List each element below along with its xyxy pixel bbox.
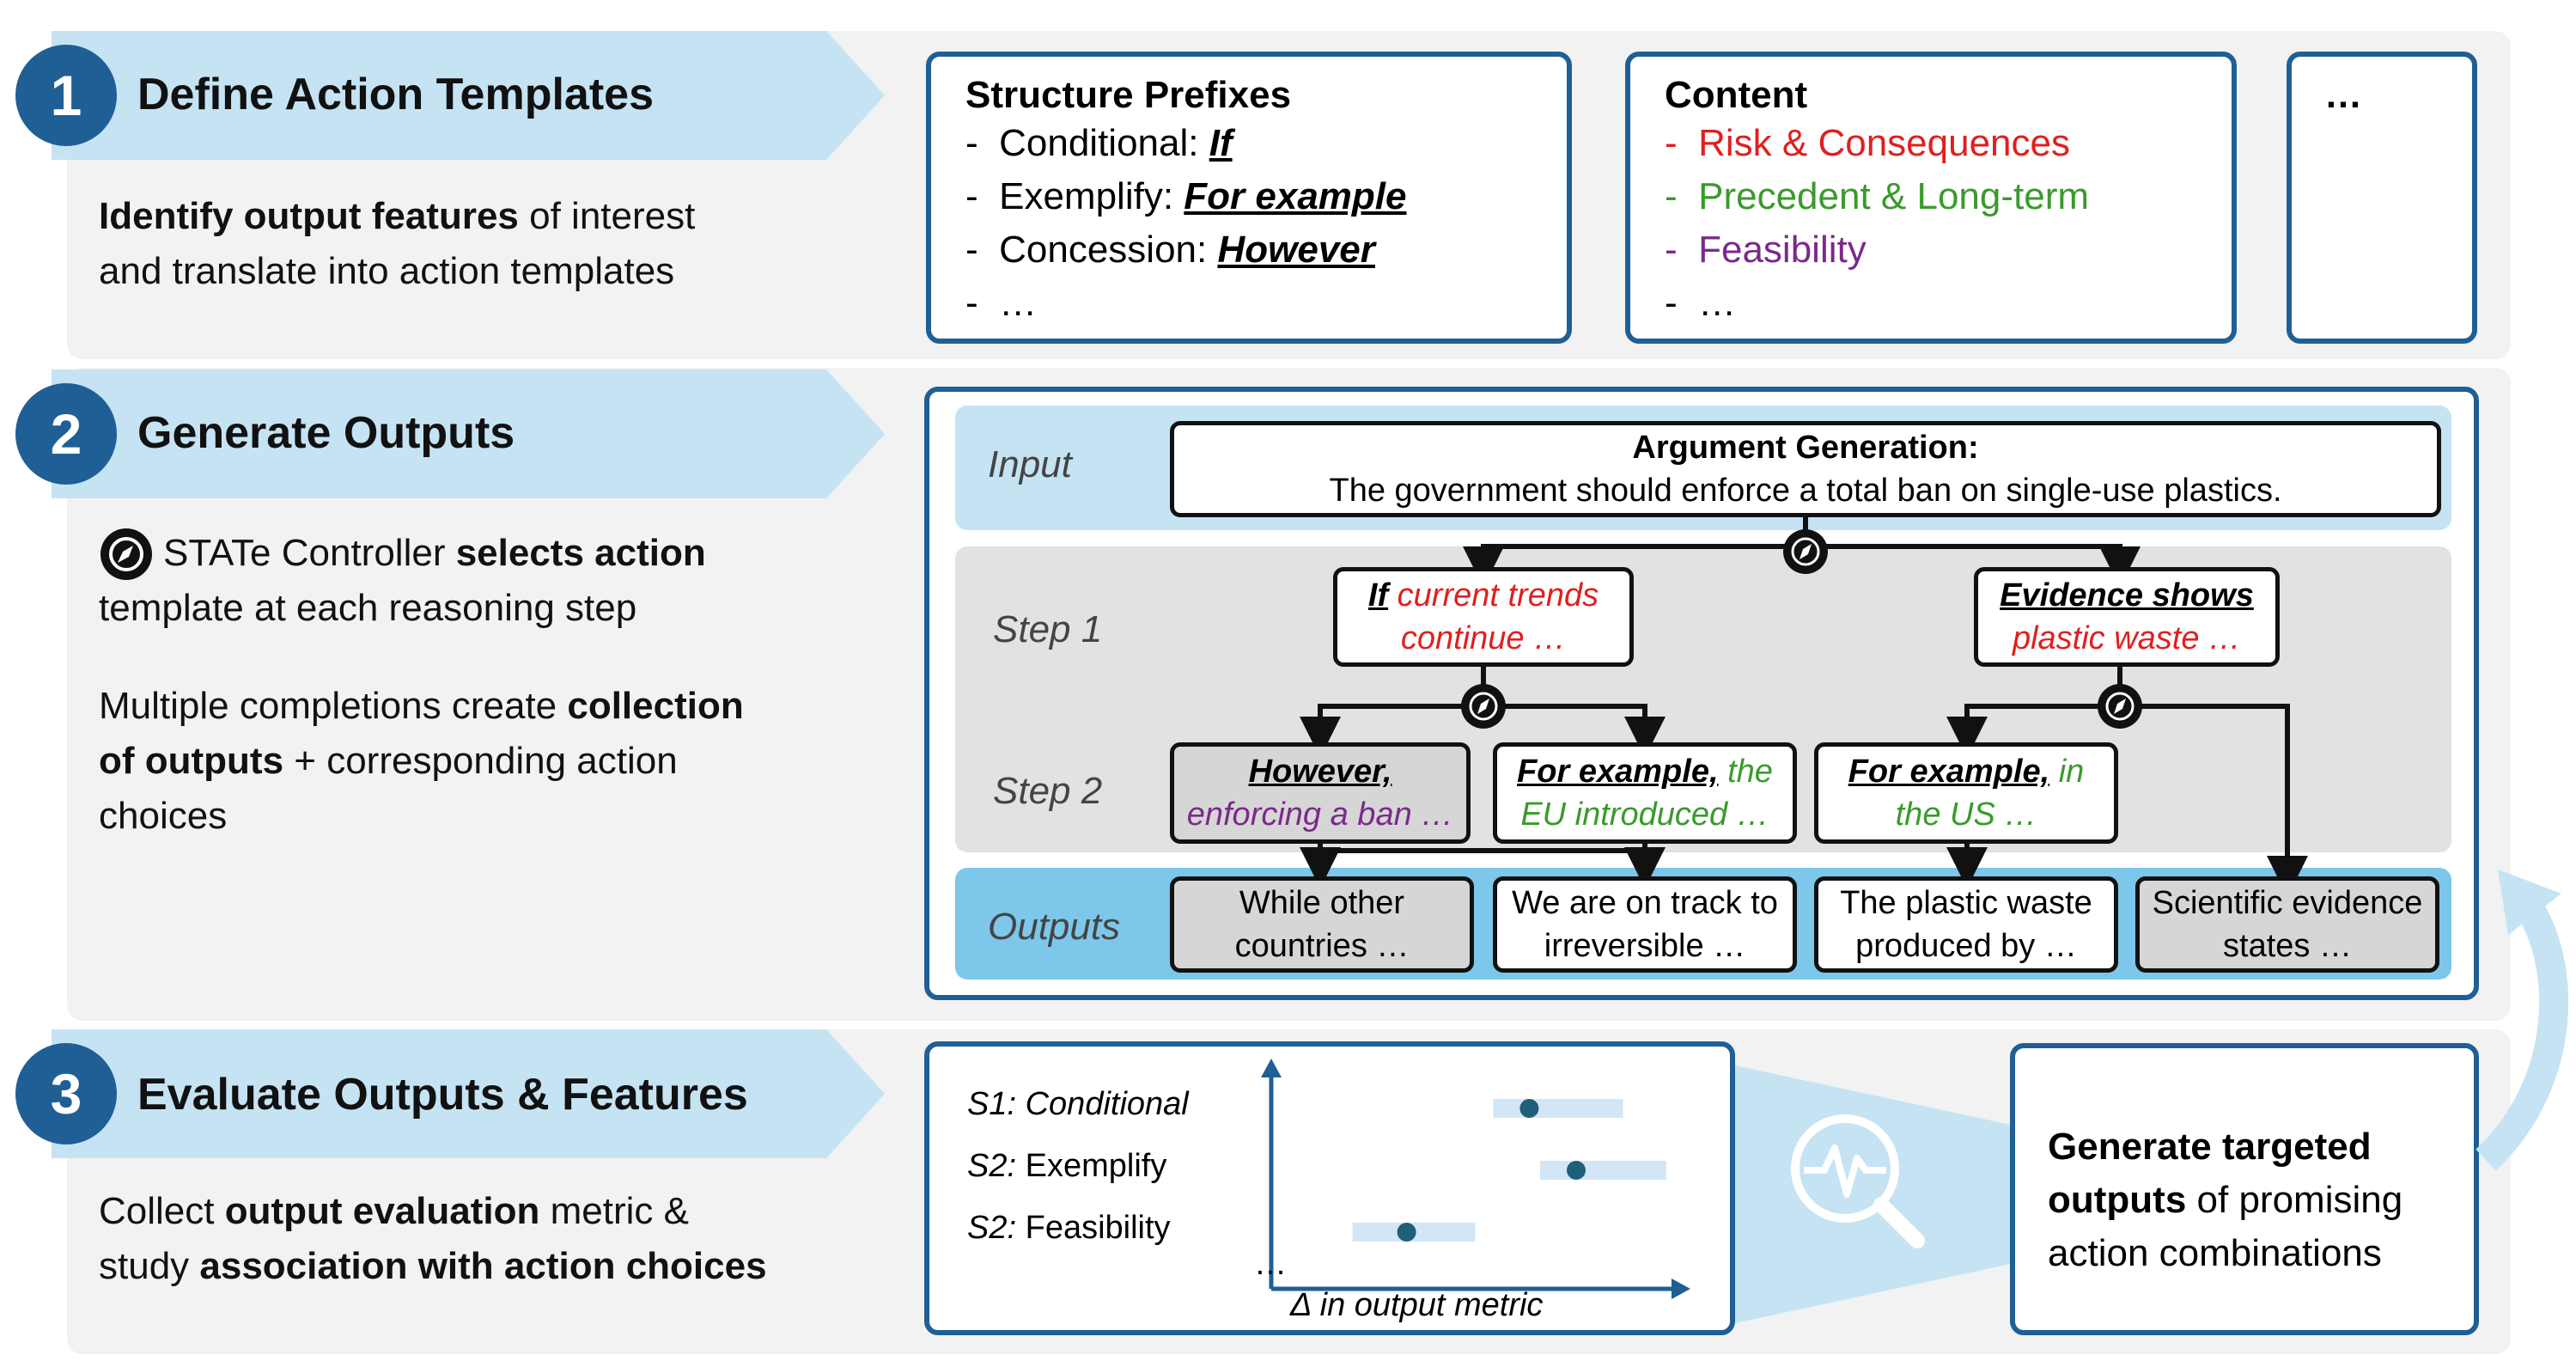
- step2-node-concession: However, enforcing a ban …: [1170, 742, 1471, 844]
- compass-icon: [99, 527, 154, 582]
- content-item: - Risk & Consequences: [1665, 122, 2070, 164]
- chart-category-label-1: S2: Exemplify: [967, 1148, 1167, 1184]
- banner-step2: [52, 369, 885, 498]
- chart-category-label-0: S1: Conditional: [967, 1086, 1189, 1122]
- step2-node-exemplify-us: For example, in the US …: [1814, 742, 2118, 844]
- structure-item: - …: [965, 282, 1038, 324]
- step2-description-a2: template at each reasoning step: [99, 587, 637, 629]
- evaluation-chart-card: [924, 1041, 1735, 1335]
- step-title-2: Generate Outputs: [137, 408, 515, 458]
- structure-card-title: Structure Prefixes: [965, 74, 1292, 116]
- step2-description-b: Multiple completions create collection o…: [99, 685, 744, 837]
- generate-targeted-box: Generate targeted outputs of promising a…: [2010, 1043, 2479, 1335]
- step1-description: Identify output features of interest and…: [99, 195, 696, 292]
- compass-icon: [1783, 529, 1828, 574]
- step-number-1: 1: [15, 45, 117, 146]
- chart-point: [1519, 1099, 1539, 1118]
- structure-item: - Conditional: If: [965, 122, 1233, 164]
- more-card: …: [2287, 52, 2477, 344]
- chart-x-axis-arrow: [1672, 1279, 1690, 1299]
- step-number-3: 3: [15, 1043, 117, 1144]
- step-title-1: Define Action Templates: [137, 70, 654, 119]
- row-label-step2: Step 2: [993, 770, 1103, 812]
- step2-node-exemplify-eu: For example, the EU introduced …: [1493, 742, 1797, 844]
- step1-node-left: If current trends continue …: [1333, 567, 1634, 667]
- chart-x-axis-label: Δ in output metric: [1290, 1287, 1544, 1323]
- row-label-input: Input: [988, 443, 1072, 485]
- step3-description: Collect output evaluation metric & study…: [99, 1190, 767, 1287]
- structure-item: - Concession: However: [965, 229, 1375, 271]
- content-card: Content - Risk & Consequences - Preceden…: [1625, 52, 2237, 344]
- chart-y-axis-arrow: [1261, 1059, 1282, 1077]
- content-item: - Precedent & Long-term: [1665, 175, 2090, 217]
- content-item: - Feasibility: [1665, 229, 1867, 271]
- step-title-3: Evaluate Outputs & Features: [137, 1070, 748, 1120]
- banner-step1: [52, 31, 885, 160]
- chart-more-label: …: [1254, 1246, 1287, 1282]
- chart-category-label-2: S2: Feasibility: [967, 1210, 1171, 1246]
- step1-node-right: Evidence shows plastic waste …: [1974, 567, 2280, 667]
- step-number-2: 2: [15, 383, 117, 485]
- chart-point: [1567, 1161, 1586, 1180]
- content-card-title: Content: [1665, 74, 1808, 116]
- step2-description-a: STATe Controller selects action: [163, 532, 706, 574]
- banner-step3: [52, 1029, 885, 1158]
- compass-icon: [2098, 684, 2142, 729]
- content-item: - …: [1665, 282, 1737, 324]
- structure-prefixes-card: Structure Prefixes - Conditional: If - E…: [926, 52, 1572, 344]
- row-label-step1: Step 1: [993, 608, 1103, 650]
- chart-point: [1397, 1223, 1416, 1242]
- input-box: Argument Generation: The government shou…: [1170, 421, 2441, 517]
- row-label-outputs: Outputs: [988, 906, 1121, 948]
- compass-icon: [1461, 684, 1506, 729]
- structure-item: - Exemplify: For example: [965, 175, 1407, 217]
